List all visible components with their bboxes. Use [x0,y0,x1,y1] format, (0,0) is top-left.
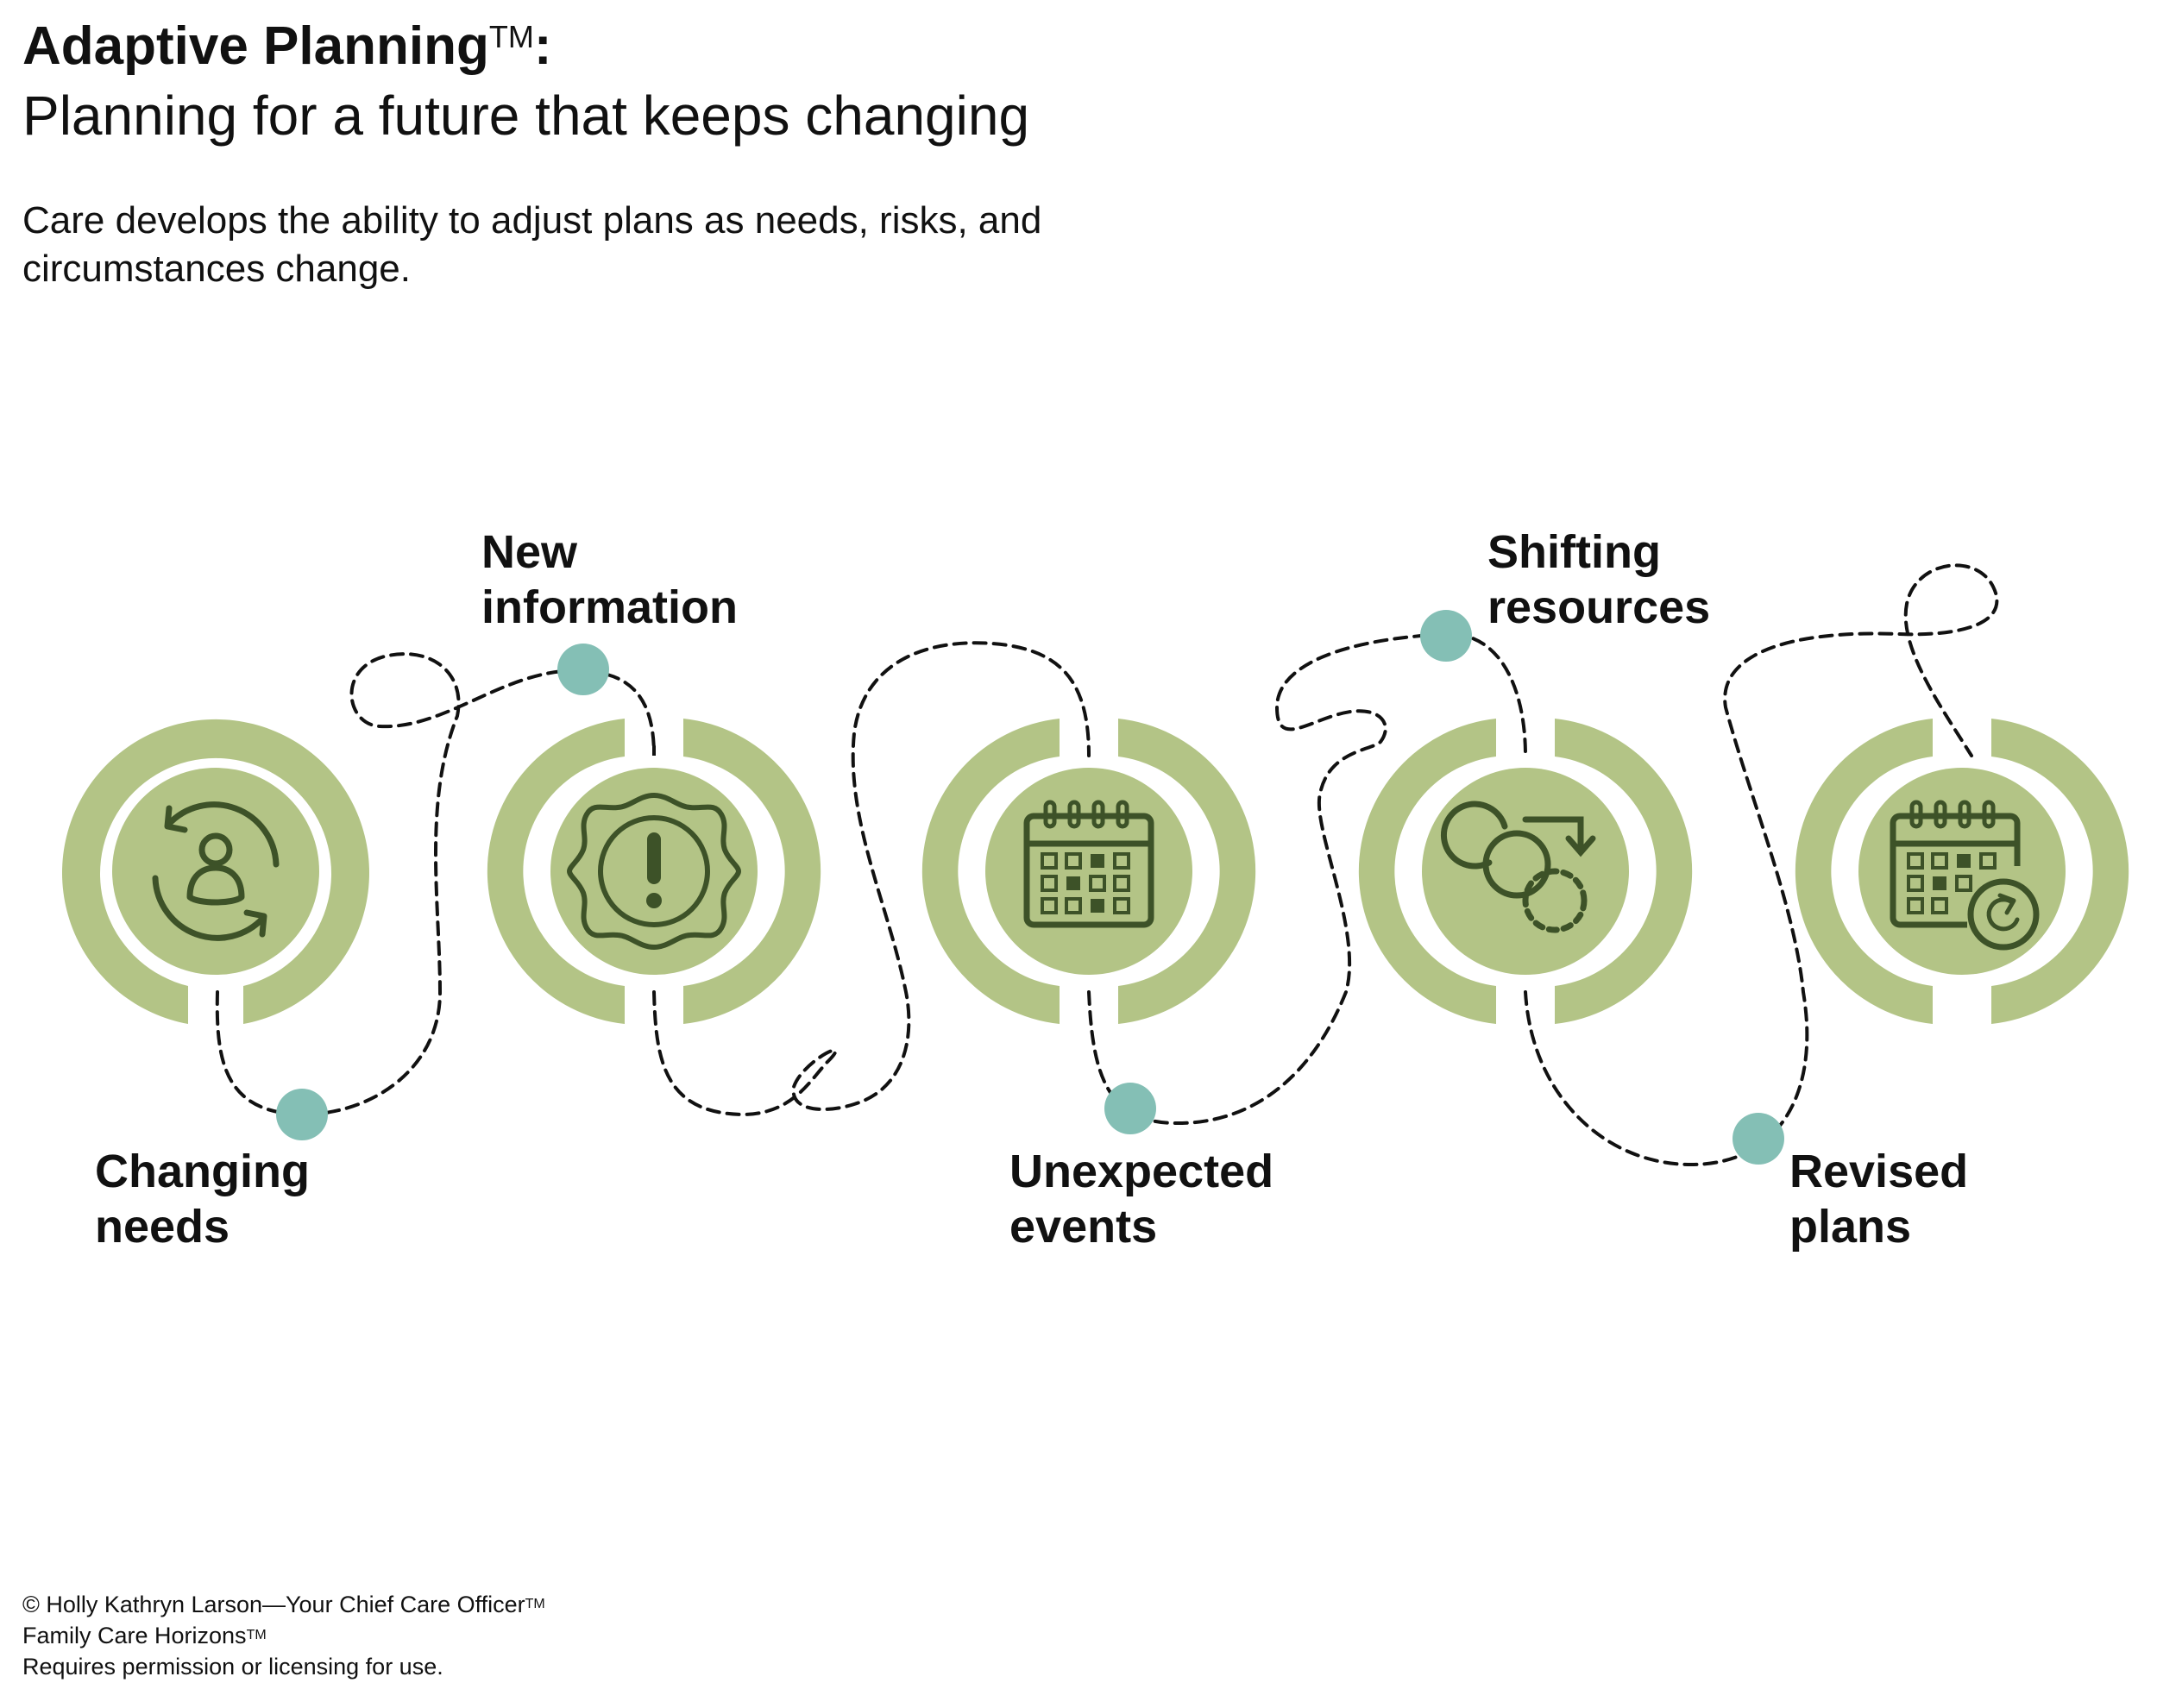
milestone-dot-5 [1733,1113,1784,1165]
milestone-dot-4 [1420,610,1472,662]
step-2-ring-right [683,719,821,1024]
milestone-dot-3 [1104,1083,1156,1134]
step-1-disc [112,768,319,975]
circles-shift-icon [1440,801,1596,933]
step-4-disc [1422,768,1629,975]
step-2-node [487,719,821,1024]
step-label-shifting-resources: Shifting resources [1487,524,1850,635]
description-text: Care develops the ability to adjust plan… [22,199,1042,290]
step-5-node [1795,719,2129,1024]
step-5-label-line2: plans [1789,1201,1912,1253]
step-3-label-line1: Unexpected [1009,1146,1274,1197]
step-2-ring-left [487,719,625,1024]
step-1-label-line1: Changing [95,1146,310,1197]
dashed-path [215,563,1999,1167]
alert-badge-icon [566,792,742,951]
person-cycle-icon [152,801,280,941]
footer-credits: © Holly Kathryn Larson—Your Chief Care O… [22,1589,545,1682]
step-5-label-line1: Revised [1789,1146,1969,1197]
step-3-label-line2: events [1009,1201,1158,1253]
step-label-new-information: New information [481,524,844,635]
milestone-dot-2 [557,644,609,695]
calendar-icon [1023,800,1154,928]
step-4-ring-left [1358,719,1496,1024]
title-trademark: TM [488,19,534,54]
step-4-label-line2: resources [1487,581,1711,633]
step-3-ring-right [1118,719,1256,1024]
step-label-unexpected-events: Unexpected events [1009,1144,1372,1254]
step-2-label-line2: information [481,581,738,633]
step-3-disc [985,768,1192,975]
footer-license-note: Requires permission or licensing for use… [22,1654,443,1680]
milestone-dot-1 [276,1089,328,1140]
step-label-changing-needs: Changing needs [95,1144,457,1254]
page-subtitle: Planning for a future that keeps changin… [22,85,1030,147]
step-1-label-line2: needs [95,1201,230,1253]
footer-brand: Family Care HorizonsTM [22,1623,267,1648]
step-2-label-line1: New [481,526,578,578]
footer-copyright: © Holly Kathryn Larson—Your Chief Care O… [22,1592,545,1617]
step-5-ring-right [1991,719,2129,1024]
step-4-ring-right [1555,719,1693,1024]
step-1-node [62,719,369,1024]
step-3-node [921,719,1256,1024]
step-4-label-line1: Shifting [1487,526,1661,578]
step-4-node [1358,719,1693,1024]
step-label-revised-plans: Revised plans [1789,1144,2152,1254]
step-3-ring-left [921,719,1060,1024]
title-text: Adaptive Planning [22,16,489,76]
step-5-disc [1858,768,2066,975]
page-title: Adaptive PlanningTM: [22,16,551,77]
calendar-refresh-icon [1890,800,2040,951]
step-5-ring-left [1795,719,1933,1024]
title-colon: : [533,16,552,76]
